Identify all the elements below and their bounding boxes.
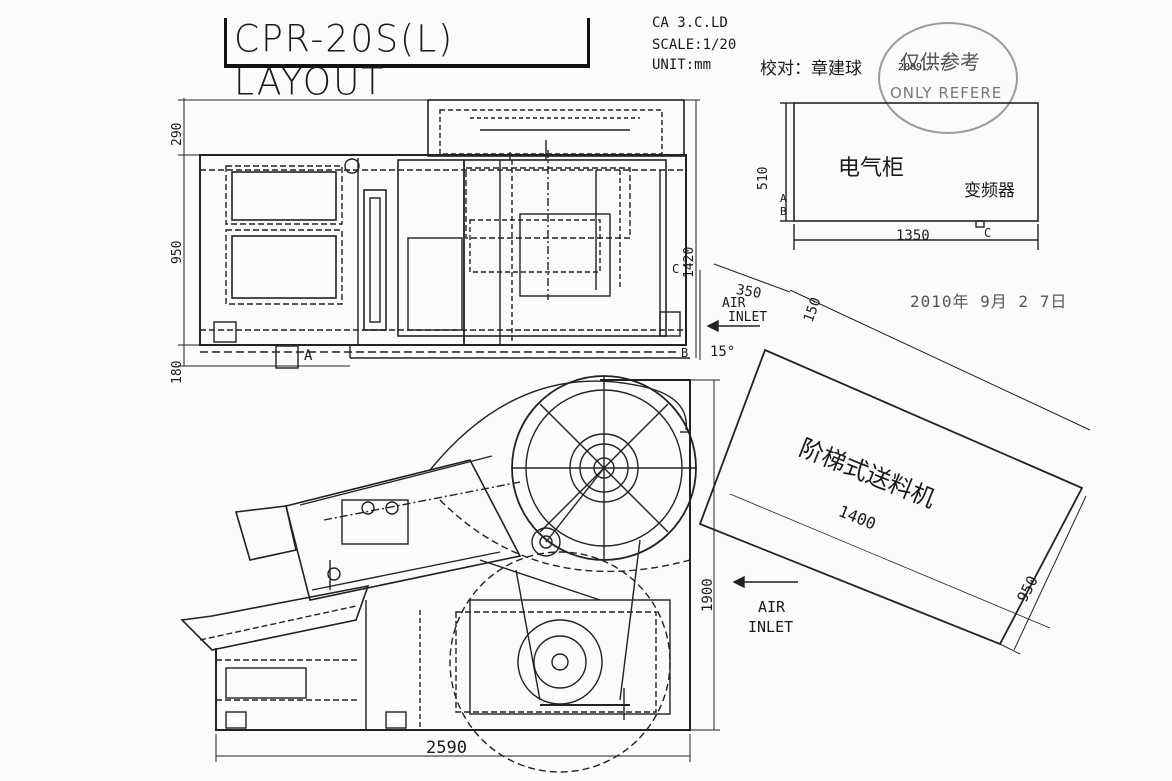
air-inlet-upper-text2: INLET [728, 310, 768, 325]
cabinet-mark-a: A [780, 192, 787, 205]
air-inlet-upper-text1: AIR [722, 296, 746, 311]
dim-top-290: 290 [170, 122, 185, 146]
side-view-dimensions [215, 379, 720, 762]
drawing-code: CA 3.C.LD [652, 15, 728, 31]
date-stamp: 2010年 9月 2 7日 [910, 292, 1068, 311]
cabinet-mark-b: B [780, 205, 787, 218]
drawing-unit: UNIT:mm [652, 57, 712, 73]
air-inlet-lower-text2: INLET [748, 618, 794, 636]
air-inlet-lower-text1: AIR [758, 598, 786, 616]
air-inlet-arrows [706, 319, 798, 589]
cabinet-dim-510: 510 [756, 166, 771, 190]
top-view-dimensions [178, 98, 701, 367]
side-dim-1900: 1900 [700, 578, 716, 612]
cabinet-mark-c: C [984, 226, 992, 240]
dim-right-1420: 1420 [682, 246, 697, 278]
electrical-cabinet-view [780, 102, 1039, 250]
checker-signature: 校对：章建球 [760, 59, 862, 79]
cabinet-dim-1350: 1350 [896, 228, 930, 244]
title-frame [224, 18, 590, 68]
dim-middle-950: 950 [170, 240, 185, 264]
drawing-title: CPR-20S(L) LAYOUT [234, 17, 455, 105]
angle-15: 15° [710, 344, 736, 360]
step-feeder-view [698, 263, 1091, 655]
stamp-en-text: ONLY REFERE [890, 84, 1003, 102]
mark-b: B [681, 346, 689, 360]
stamp-cn-text: 仅供参考 [900, 50, 980, 74]
top-view-plan [199, 99, 690, 369]
drawing-scale: SCALE:1/20 [652, 37, 737, 53]
electrical-cabinet-label: 电气柜 [838, 156, 905, 181]
dim-bottom-180: 180 [170, 360, 185, 384]
reference-stamp [878, 22, 1018, 134]
inverter-label: 变频器 [964, 181, 1015, 201]
mark-a: A [304, 348, 313, 364]
side-view-elevation [180, 375, 697, 773]
mark-c: C [672, 262, 680, 276]
side-dim-2590: 2590 [426, 738, 467, 758]
